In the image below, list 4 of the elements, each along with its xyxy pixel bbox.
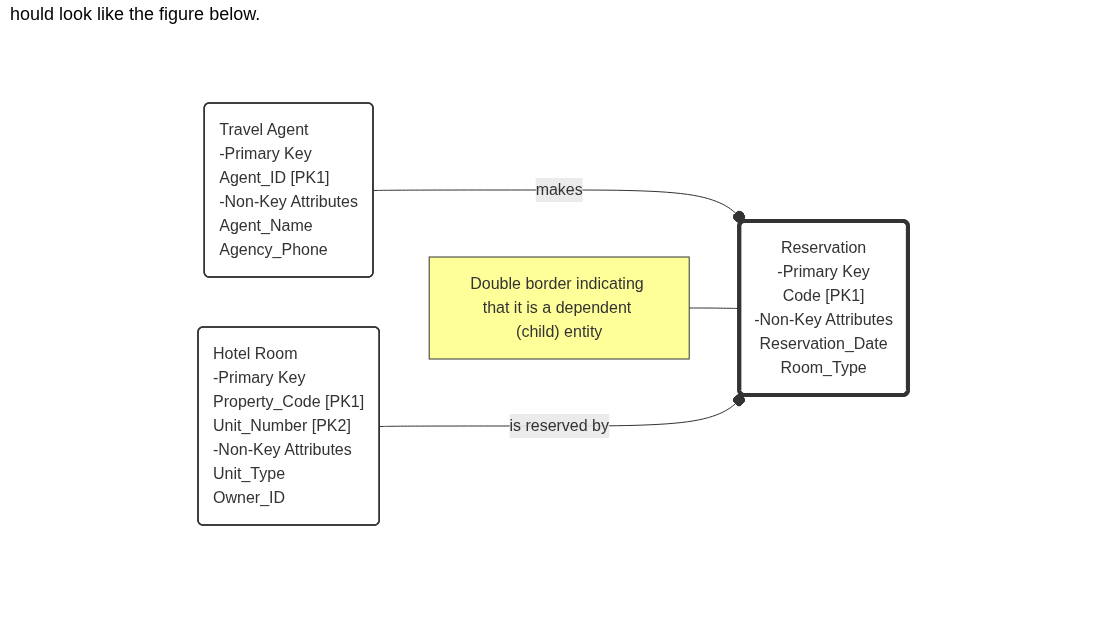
node-box: Double border indicating that it is a dependent (child) entity [428, 256, 690, 360]
edge-label: makes [535, 181, 583, 198]
edge-label: is reserved by [509, 417, 610, 434]
note-text: hould look like the figure below. [10, 4, 262, 25]
